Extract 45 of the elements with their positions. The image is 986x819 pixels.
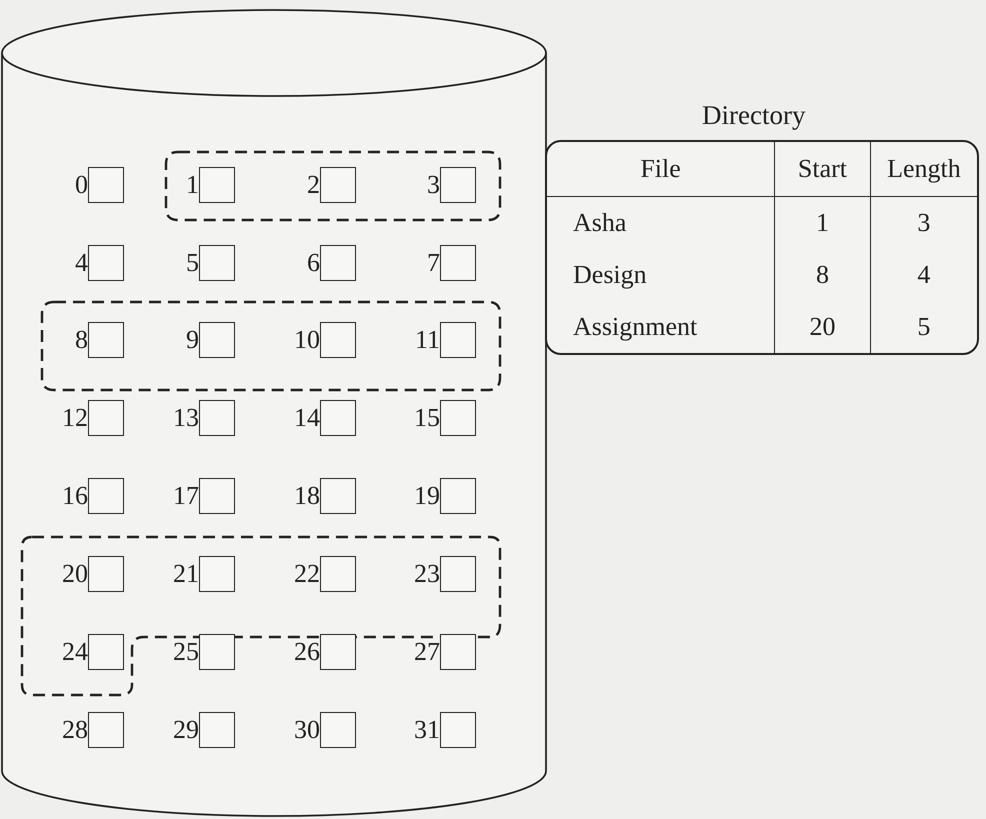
block-number: 22: [294, 561, 321, 587]
block-number: 1: [186, 172, 200, 198]
block-number: 7: [427, 250, 441, 276]
column-header: File: [640, 154, 681, 183]
block-number: 13: [173, 405, 200, 431]
block-number: 18: [294, 483, 321, 509]
block-number: 27: [414, 639, 441, 665]
block-number: 0: [75, 172, 89, 198]
table-cell: 8: [816, 260, 829, 289]
table-title: Directory: [702, 100, 806, 131]
table-cell: Design: [573, 260, 647, 289]
table-cell: 1: [816, 208, 829, 237]
block-number: 10: [294, 327, 321, 353]
block-number: 11: [414, 327, 441, 353]
column-header: Start: [798, 154, 848, 183]
block-number: 14: [294, 405, 321, 431]
block-number: 30: [294, 717, 321, 743]
block-number: 29: [173, 717, 200, 743]
block-number: 20: [62, 561, 89, 587]
block-number: 4: [75, 250, 89, 276]
table-cell: Asha: [573, 208, 626, 237]
block-number: 5: [186, 250, 200, 276]
block-number: 6: [307, 250, 321, 276]
block-number: 16: [62, 483, 89, 509]
block-number: 25: [173, 639, 200, 665]
block-number: 3: [427, 172, 441, 198]
block-number: 17: [173, 483, 200, 509]
table-cell: 20: [809, 312, 836, 341]
block-number: 28: [62, 717, 89, 743]
table-cell: 5: [917, 312, 930, 341]
block-number: 26: [294, 639, 321, 665]
block-number: 19: [414, 483, 441, 509]
block-number: 8: [75, 327, 89, 353]
block-number: 31: [414, 717, 441, 743]
block-number: 2: [307, 172, 321, 198]
block-number: 12: [62, 405, 89, 431]
table-cell: 3: [917, 208, 930, 237]
table-cell: 4: [917, 260, 930, 289]
block-number: 21: [173, 561, 200, 587]
block-number: 9: [186, 327, 200, 353]
block-number: 15: [414, 405, 441, 431]
block-number: 24: [62, 639, 89, 665]
column-header: Length: [887, 154, 961, 183]
block-number: 23: [414, 561, 441, 587]
table-cell: Assignment: [573, 312, 698, 341]
